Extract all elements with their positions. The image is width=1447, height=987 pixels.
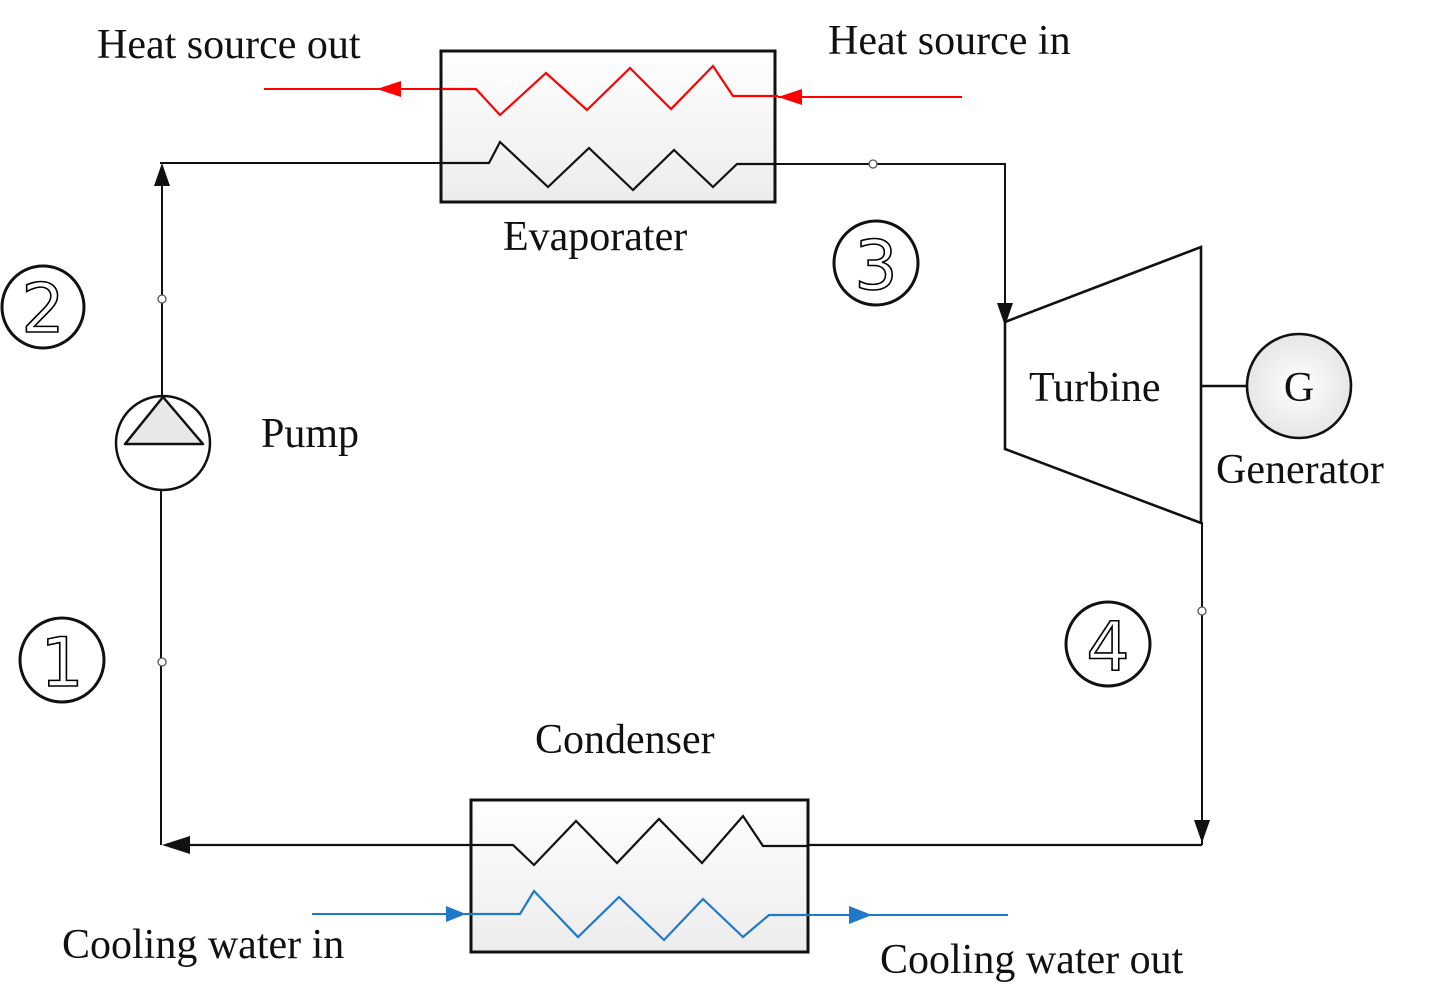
cooling-water-out-arrow [849, 906, 872, 924]
evaporator-heat-source-coil [442, 64, 778, 117]
state-marker-2 [157, 294, 167, 304]
cooling-water-line [312, 906, 1008, 924]
state-point-3: 3 [832, 219, 920, 307]
working-fluid-loop [154, 162, 1210, 854]
heat-source-line [264, 81, 962, 105]
turbine-outlet-arrow [1194, 820, 1210, 843]
pump-outlet-arrow [154, 163, 170, 186]
state-point-1: 1 [18, 616, 106, 704]
generator-symbol: G [1284, 365, 1314, 411]
condenser-outlet-arrow [162, 836, 190, 854]
state-point-4: 4 [1064, 600, 1152, 688]
state-marker-1 [157, 657, 167, 667]
state-marker-3 [868, 159, 878, 169]
condenser-cooling-coil [471, 889, 808, 942]
evaporator-label: Evaporater [503, 214, 687, 260]
state-point-2: 2 [0, 264, 86, 350]
cooling-water-in-arrow [446, 906, 466, 922]
evaporator [439, 49, 778, 204]
pump [114, 394, 212, 492]
heat-source-out-label: Heat source out [97, 22, 361, 68]
turbine-inlet-arrow [997, 303, 1013, 326]
state-marker-4 [1197, 606, 1207, 616]
turbine [1003, 245, 1247, 525]
cooling-water-in-label: Cooling water in [62, 922, 344, 968]
generator-icon [1245, 332, 1353, 440]
turbine-label: Turbine [1029, 365, 1160, 411]
condenser-fluid-coil [471, 814, 808, 867]
state-point-3-number: 3 [854, 227, 897, 306]
state-point-2-number: 2 [21, 270, 64, 349]
cooling-water-out-label: Cooling water out [880, 937, 1184, 983]
heat-source-in-label: Heat source in [828, 18, 1071, 64]
pump-label: Pump [261, 411, 359, 457]
state-point-4-number: 4 [1086, 608, 1129, 687]
condenser-label: Condenser [535, 717, 715, 763]
generator [1245, 332, 1353, 440]
heat-source-in-arrow [778, 89, 802, 105]
evaporator-fluid-coil [441, 140, 775, 192]
condenser [469, 798, 810, 954]
generator-label: Generator [1216, 447, 1384, 493]
heat-source-out-arrow [377, 81, 401, 97]
state-point-markers [157, 159, 1207, 667]
state-point-1-number: 1 [40, 624, 83, 703]
